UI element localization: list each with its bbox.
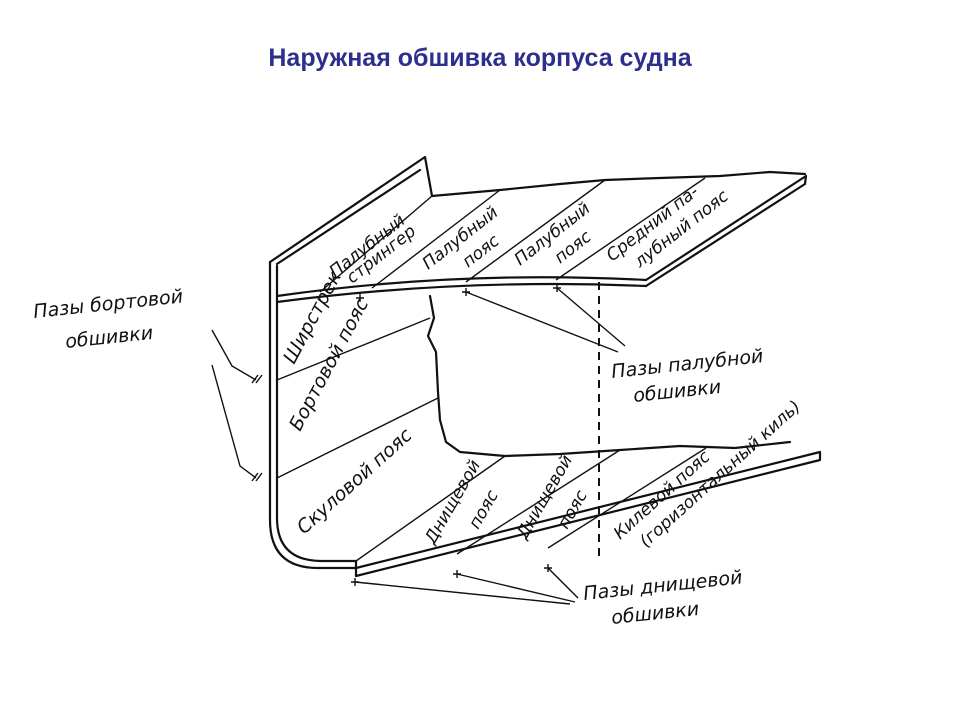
label-pazy-bortovoy-2: обшивки xyxy=(64,322,154,353)
label-dnishchevoy-a-1: Днищевой xyxy=(421,457,486,549)
label-pazy-bortovoy-1: Пазы бортовой xyxy=(32,285,184,323)
label-kilevoy-2: (горизонтальный киль) xyxy=(636,397,805,552)
label-pazy-palubnoy-2: обшивки xyxy=(632,376,722,407)
seam-lines xyxy=(276,177,707,562)
slide-title: Наружная обшивка корпуса судна xyxy=(268,44,692,72)
label-pazy-dnishchevoy-2: обшивки xyxy=(610,598,700,629)
label-pazy-dnishchevoy-1: Пазы днищевой xyxy=(582,566,743,605)
hull-outline xyxy=(268,155,822,578)
label-skulovoy-poyas: Скуловой пояс xyxy=(293,424,417,539)
label-pazy-palubnoy-1: Пазы палубной xyxy=(610,345,764,383)
leader-lines xyxy=(211,287,626,605)
label-dnishchevoy-a-2: пояс xyxy=(465,486,503,532)
